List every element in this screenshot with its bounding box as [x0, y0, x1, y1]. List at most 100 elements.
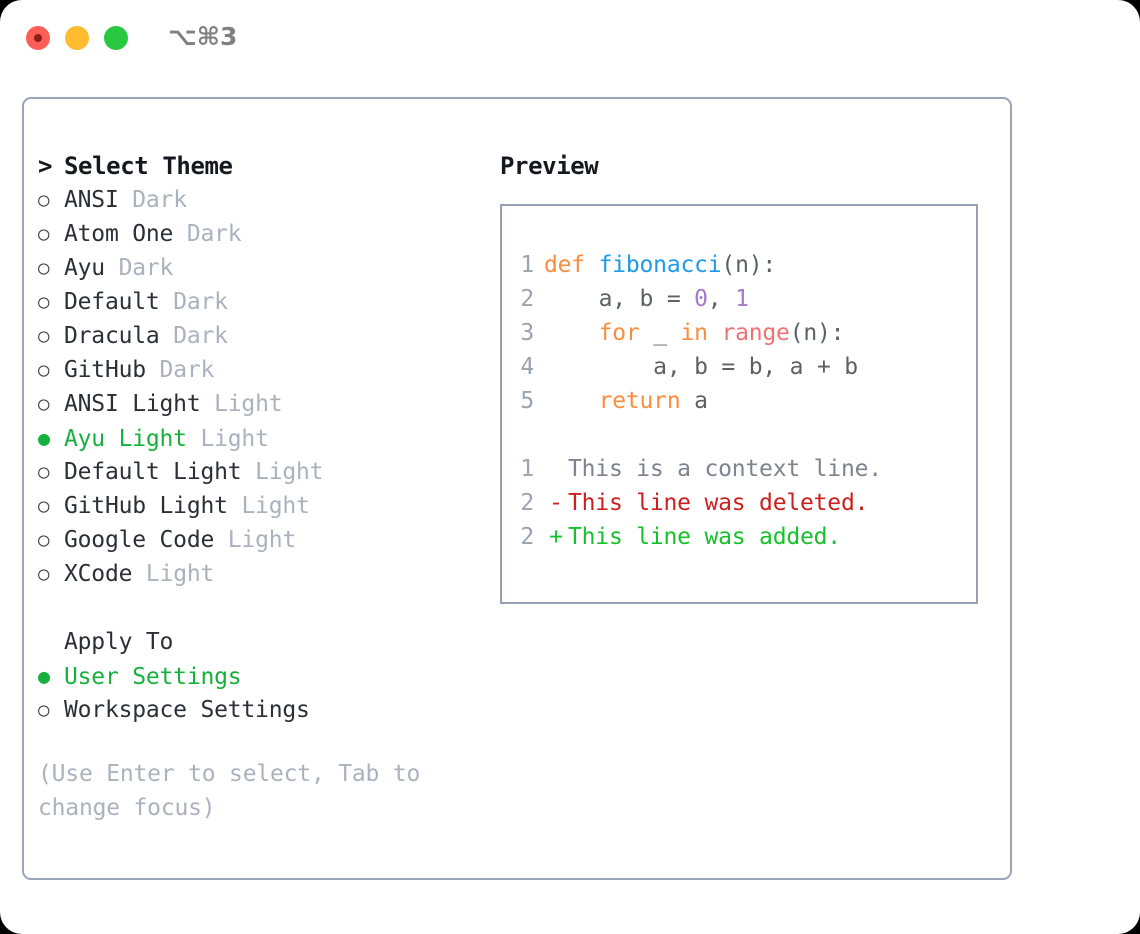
- code-token-plain: (n):: [789, 320, 845, 346]
- theme-list-item[interactable]: ○XCode Light: [38, 557, 498, 591]
- minimize-window-icon[interactable]: [65, 26, 89, 50]
- theme-variant-tag: Light: [241, 493, 310, 519]
- radio-unselected-icon: ○: [38, 393, 50, 415]
- code-line: 5 return a: [512, 384, 972, 418]
- apply-to-option[interactable]: ● User Settings: [38, 659, 498, 693]
- radio-unselected-icon: ○: [38, 461, 50, 483]
- theme-list-item[interactable]: ○Dracula Dark: [38, 319, 498, 353]
- theme-variant-tag: Dark: [159, 357, 215, 383]
- label-gap: [228, 493, 242, 519]
- theme-list-item[interactable]: ○ANSI Dark: [38, 183, 498, 217]
- theme-list-item[interactable]: ○Default Dark: [38, 285, 498, 319]
- code-token-plain: [708, 320, 722, 346]
- code-line: 2 a, b = 0, 1: [512, 282, 972, 316]
- list-spacer: [38, 591, 498, 625]
- theme-name-label: XCode: [64, 561, 133, 587]
- code-token-plain: [544, 320, 599, 346]
- theme-list-item[interactable]: ○GitHub Light Light: [38, 489, 498, 523]
- radio-unselected-icon: ○: [38, 699, 50, 721]
- theme-variant-tag: Light: [227, 527, 297, 553]
- radio-unselected-icon: ○: [38, 257, 50, 279]
- radio-unselected-icon: ○: [38, 189, 50, 211]
- radio-selected-icon: ●: [38, 426, 50, 450]
- apply-to-label: User Settings: [64, 664, 242, 690]
- theme-list-item[interactable]: ○ GitHub Dark: [38, 353, 498, 387]
- code-token-plain: [544, 388, 599, 414]
- label-gap: [119, 187, 133, 213]
- label-gap: [160, 289, 174, 315]
- theme-list-item[interactable]: ○Atom One Dark: [38, 217, 498, 251]
- select-theme-title: Select Theme: [64, 152, 233, 180]
- radio-unselected-icon: ○: [38, 359, 50, 381]
- code-line: 3 for _ in range(n):: [512, 316, 972, 350]
- theme-variant-tag: Light: [200, 426, 269, 452]
- code-token-kw: def: [544, 252, 599, 278]
- diff-line-number: 2: [520, 490, 534, 516]
- theme-name-label: Ayu Light: [64, 426, 187, 452]
- theme-selector-column: >Select Theme ○ANSI Dark○Atom One Dark○A…: [38, 149, 498, 825]
- diff-line-number: 1: [520, 456, 534, 482]
- label-gap: [241, 459, 255, 485]
- theme-variant-tag: Dark: [173, 323, 228, 349]
- apply-to-label: Workspace Settings: [64, 697, 310, 723]
- radio-selected-icon: ●: [38, 664, 50, 688]
- theme-list[interactable]: ○ANSI Dark○Atom One Dark○Ayu Dark○Defaul…: [38, 183, 498, 591]
- theme-list-item[interactable]: ○ Google Code Light: [38, 523, 498, 557]
- theme-variant-tag: Dark: [173, 289, 228, 315]
- code-line-number: 5: [520, 388, 534, 414]
- code-line-number: 2: [520, 286, 534, 312]
- theme-list-item[interactable]: ○ANSI Light Light: [38, 387, 498, 421]
- diff-marker-context: [544, 452, 568, 486]
- label-gap: [132, 561, 146, 587]
- diff-line: 1 This is a context line.: [512, 452, 972, 486]
- theme-variant-tag: Dark: [186, 221, 242, 247]
- window-shortcut-label: ⌥⌘3: [168, 22, 238, 51]
- apply-to-option[interactable]: ○ Workspace Settings: [38, 693, 498, 727]
- code-token-fn: fibonacci: [598, 252, 722, 278]
- theme-name-label: GitHub: [64, 357, 146, 383]
- title-bar: ⌥⌘3: [0, 0, 1140, 78]
- label-gap: [146, 357, 160, 383]
- theme-variant-tag: Light: [145, 561, 215, 587]
- prompt-caret-icon: >: [38, 152, 53, 180]
- theme-name-label: ANSI Light: [64, 391, 201, 417]
- code-token-plain: a, b = b, a + b: [544, 354, 858, 380]
- code-token-call: range: [721, 320, 790, 346]
- code-token-plain: a, b =: [544, 286, 695, 312]
- diff-text-add: This line was added.: [568, 524, 841, 550]
- theme-list-item[interactable]: ● Ayu Light Light: [38, 421, 498, 455]
- label-gap: [200, 391, 214, 417]
- code-token-num: 0: [694, 286, 708, 312]
- code-token-num: 1: [735, 286, 749, 312]
- code-token-plain: ,: [707, 286, 736, 312]
- radio-unselected-icon: ○: [38, 529, 50, 551]
- theme-name-label: Google Code: [64, 527, 215, 553]
- label-gap: [105, 255, 119, 281]
- apply-to-list[interactable]: ● User Settings ○ Workspace Settings: [38, 659, 498, 727]
- diff-line: 2+This line was added.: [512, 520, 972, 554]
- close-window-icon[interactable]: [26, 26, 50, 50]
- code-line-number: 4: [520, 354, 534, 380]
- theme-name-label: Default: [64, 289, 160, 315]
- code-token-kw: in: [680, 320, 708, 346]
- apply-to-header: Apply To: [64, 629, 174, 655]
- select-theme-header: > Select Theme: [38, 149, 498, 183]
- traffic-lights: [26, 26, 128, 50]
- maximize-window-icon[interactable]: [104, 26, 128, 50]
- theme-list-item[interactable]: ○Ayu Dark: [38, 251, 498, 285]
- theme-list-item[interactable]: ○Default Light Light: [38, 455, 498, 489]
- label-gap: [214, 527, 228, 553]
- theme-variant-tag: Dark: [132, 187, 187, 213]
- radio-unselected-icon: ○: [38, 495, 50, 517]
- theme-variant-tag: Light: [255, 459, 324, 485]
- diff-block: 1 This is a context line.2-This line was…: [512, 452, 972, 554]
- code-line: 4 a, b = b, a + b: [512, 350, 972, 384]
- preview-header: Preview: [500, 152, 599, 180]
- label-gap: [173, 221, 187, 247]
- code-token-plain: _: [639, 320, 681, 346]
